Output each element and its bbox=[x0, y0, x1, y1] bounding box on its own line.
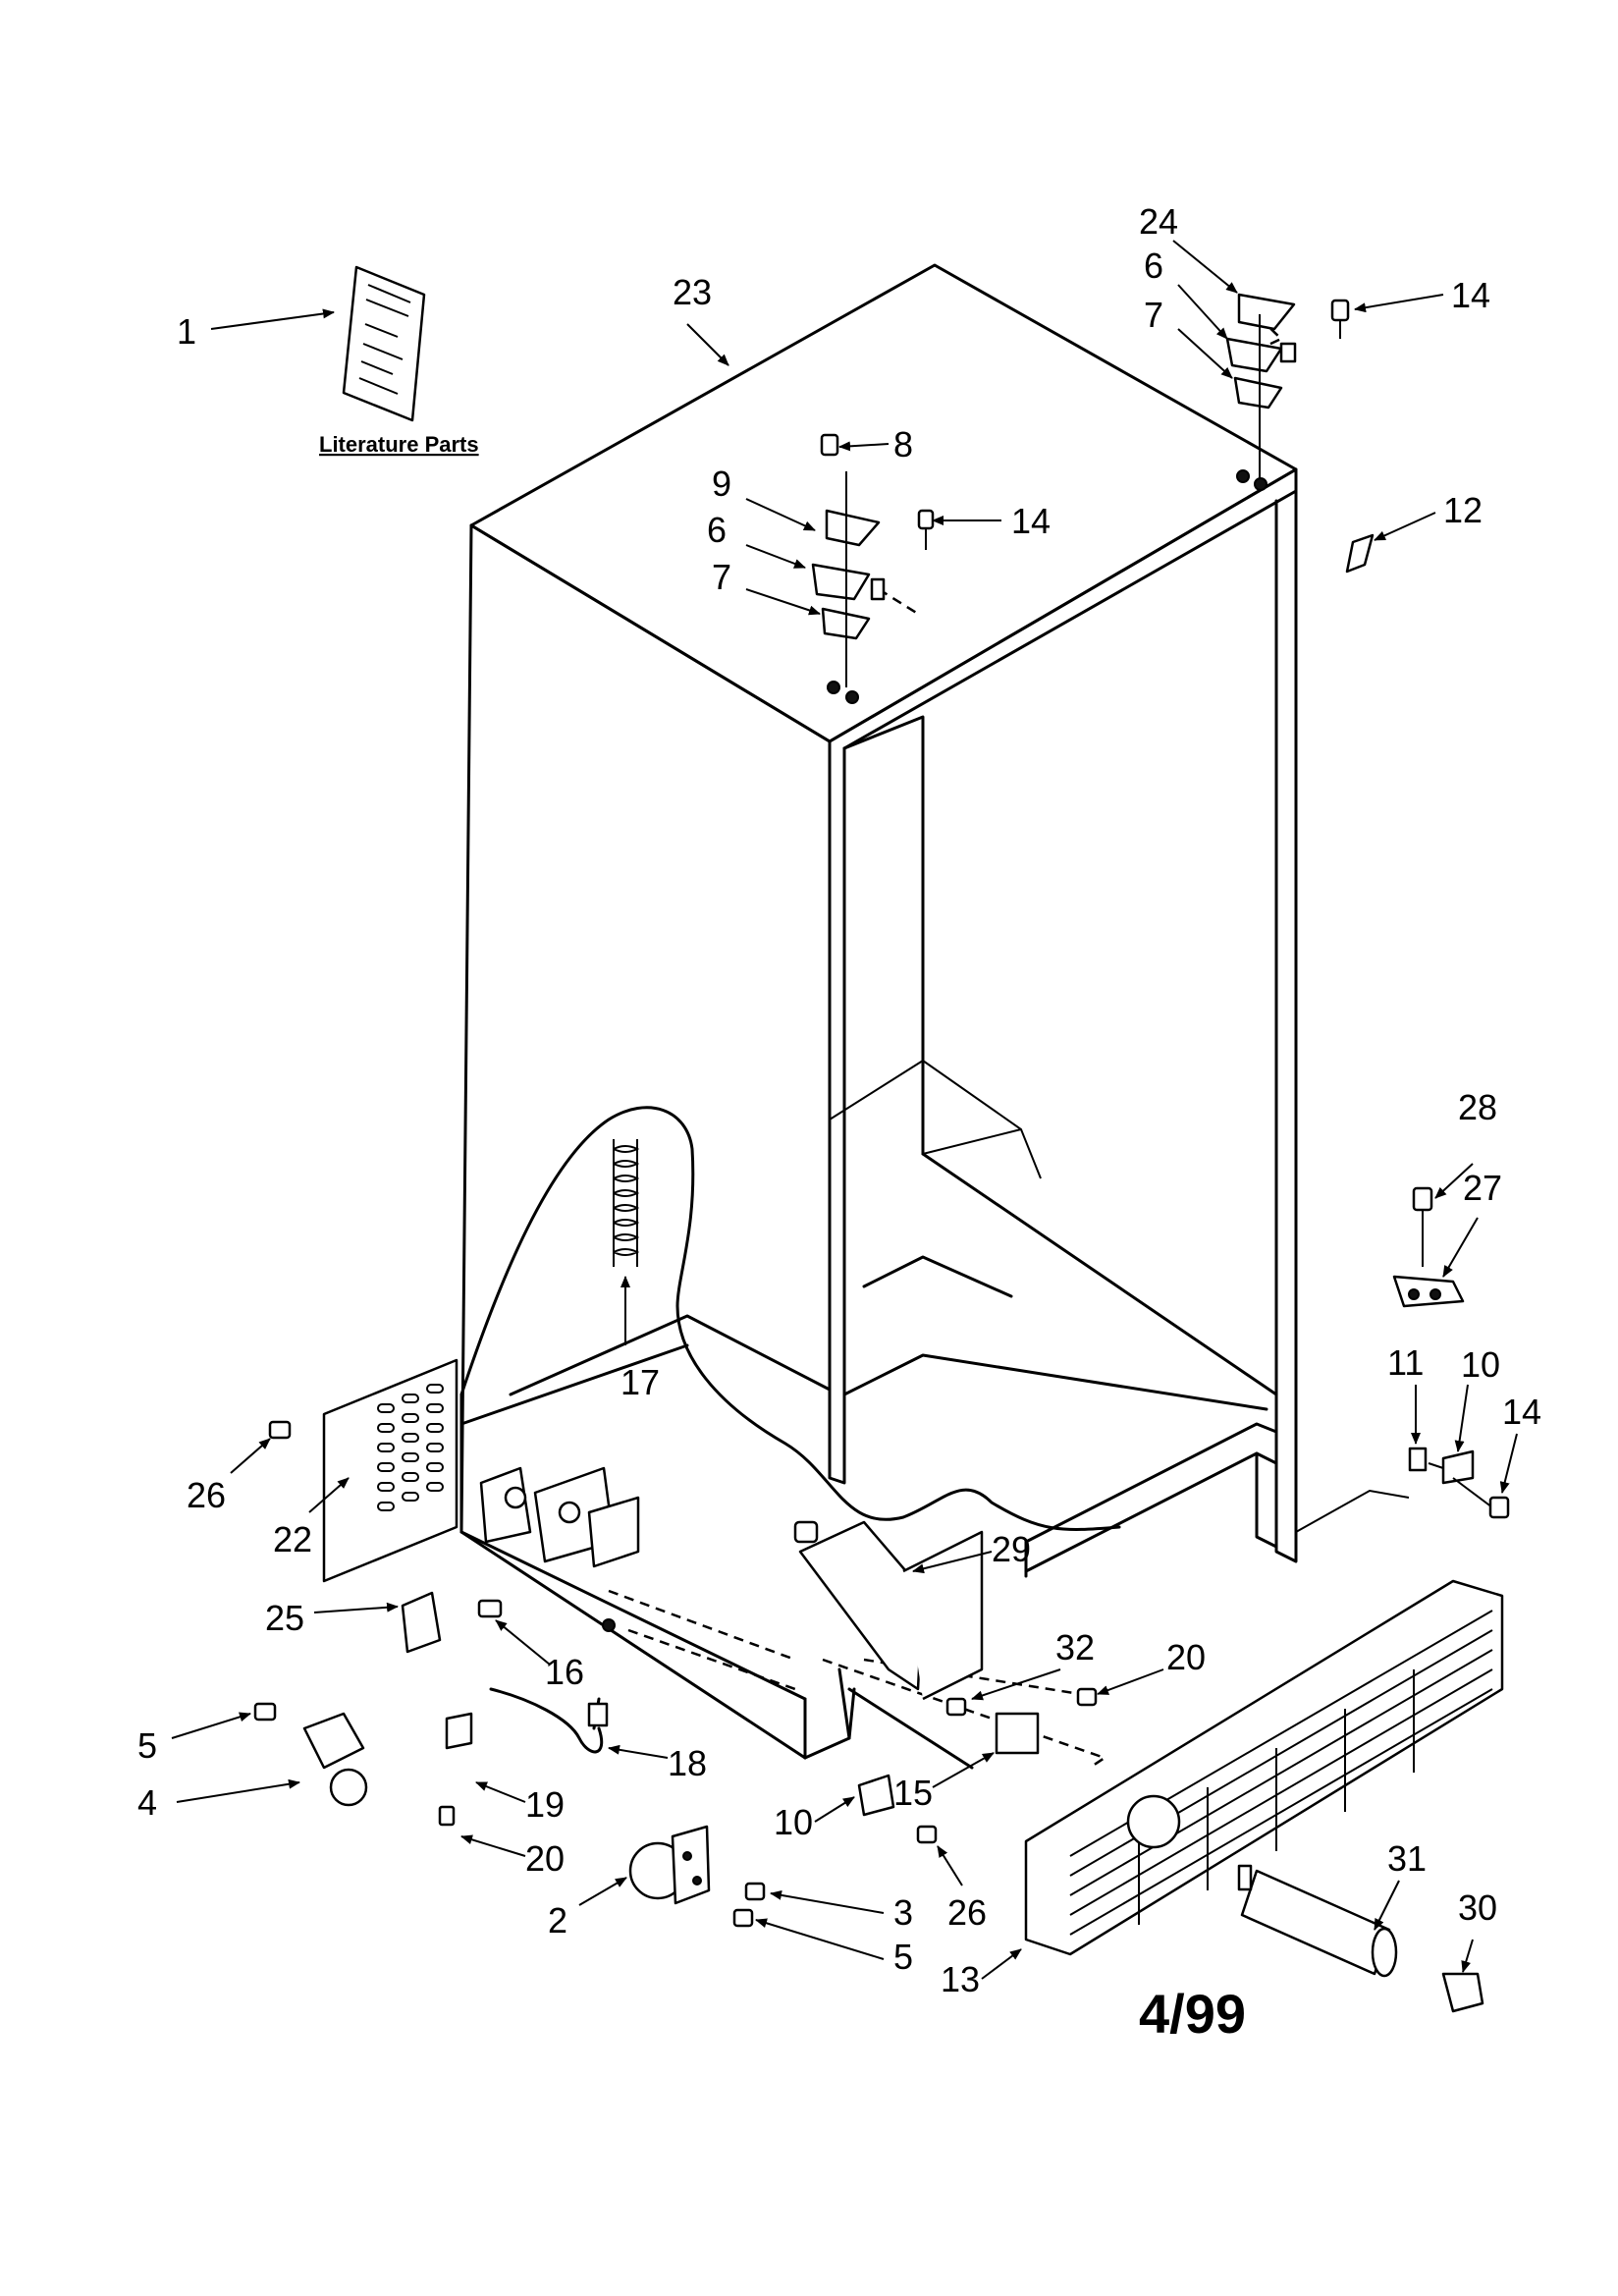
callout-7b: 7 bbox=[712, 557, 731, 597]
callout-28: 28 bbox=[1458, 1087, 1497, 1127]
clip-25 bbox=[401, 1591, 442, 1654]
callout-14c: 14 bbox=[1502, 1392, 1541, 1432]
callout-15: 15 bbox=[893, 1773, 933, 1813]
clip-part bbox=[1345, 533, 1375, 574]
callout-14b: 14 bbox=[1011, 501, 1051, 541]
lower-right-brackets bbox=[1295, 1447, 1510, 1533]
top-hinge-assembly-left bbox=[811, 433, 935, 704]
callout-6: 6 bbox=[1144, 246, 1163, 286]
callout-1: 1 bbox=[177, 311, 196, 352]
callout-26: 26 bbox=[187, 1475, 226, 1515]
water-filter bbox=[1237, 1864, 1484, 2013]
clip-10 bbox=[857, 1774, 895, 1817]
callout-5: 5 bbox=[137, 1725, 157, 1766]
front-roller bbox=[253, 1702, 368, 1807]
callout-11: 11 bbox=[1387, 1342, 1424, 1383]
callout-16: 16 bbox=[545, 1652, 584, 1692]
callout-29: 29 bbox=[992, 1529, 1031, 1569]
callout-7: 7 bbox=[1144, 295, 1163, 335]
rear-access-panel bbox=[268, 1358, 458, 1583]
callout-10b: 10 bbox=[774, 1802, 813, 1842]
bracket-27 bbox=[1392, 1186, 1465, 1308]
callout-31: 31 bbox=[1387, 1838, 1427, 1879]
water-tube bbox=[438, 1687, 609, 1827]
callout-32: 32 bbox=[1055, 1627, 1095, 1667]
callout-30: 30 bbox=[1458, 1887, 1497, 1928]
literature-parts-booklet bbox=[342, 265, 426, 422]
date-code: 4/99 bbox=[1139, 1983, 1246, 2045]
clip-15 bbox=[995, 1712, 1040, 1755]
callout-26b: 26 bbox=[947, 1892, 987, 1933]
coil-17 bbox=[613, 1139, 640, 1267]
leader-lines bbox=[171, 240, 1518, 1980]
callout-19: 19 bbox=[525, 1784, 565, 1825]
callout-27: 27 bbox=[1463, 1168, 1502, 1208]
top-hinge-assembly-right bbox=[1225, 293, 1350, 491]
screw-20 bbox=[1076, 1687, 1098, 1707]
callout-20: 20 bbox=[1166, 1637, 1206, 1677]
callout-18: 18 bbox=[668, 1743, 707, 1783]
callout-23: 23 bbox=[673, 272, 712, 312]
screw-26 bbox=[916, 1825, 938, 1844]
callout-9: 9 bbox=[712, 464, 731, 504]
callout-20b: 20 bbox=[525, 1838, 565, 1879]
dispenser-duct bbox=[793, 1520, 984, 1701]
callout-4: 4 bbox=[137, 1782, 157, 1823]
screw-32 bbox=[945, 1697, 967, 1717]
cabinet-shell bbox=[459, 263, 1298, 1770]
callout-17: 17 bbox=[620, 1362, 660, 1402]
callout-14: 14 bbox=[1451, 275, 1490, 315]
callout-12: 12 bbox=[1443, 490, 1483, 530]
callout-13: 13 bbox=[941, 1959, 980, 1999]
callout-24: 24 bbox=[1139, 201, 1178, 242]
rear-roller bbox=[628, 1825, 766, 1928]
toe-grille bbox=[1024, 1579, 1504, 1956]
callout-25: 25 bbox=[265, 1598, 304, 1638]
callout-22: 22 bbox=[273, 1519, 312, 1559]
callout-6b: 6 bbox=[707, 510, 727, 550]
water-valves bbox=[479, 1466, 796, 1691]
callout-2: 2 bbox=[548, 1900, 567, 1941]
callout-5b: 5 bbox=[893, 1937, 913, 1977]
callout-10: 10 bbox=[1461, 1344, 1500, 1385]
literature-parts-label: Literature Parts bbox=[319, 432, 479, 457]
callout-3: 3 bbox=[893, 1892, 913, 1933]
callout-8: 8 bbox=[893, 424, 913, 465]
